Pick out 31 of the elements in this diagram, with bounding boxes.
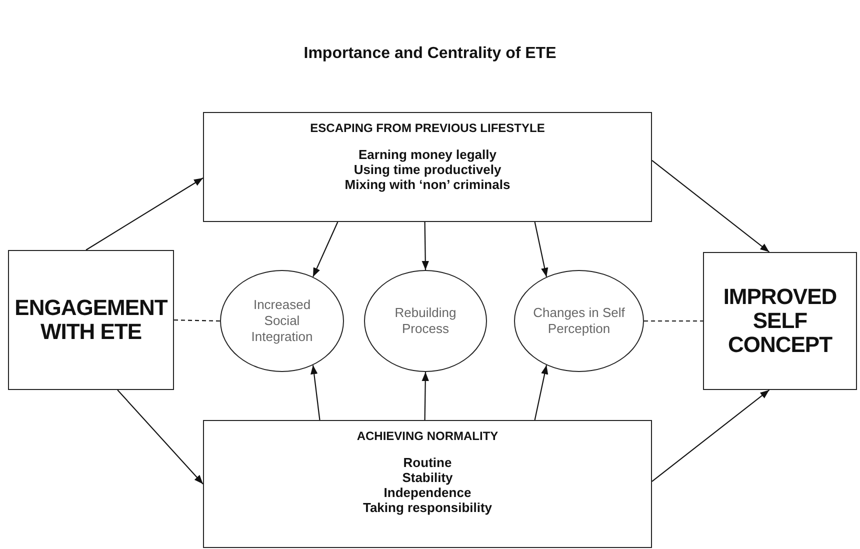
box-heading: ACHIEVING NORMALITY xyxy=(356,429,498,443)
outcome-box xyxy=(703,252,857,390)
arrow xyxy=(652,160,770,252)
outcome-box xyxy=(8,250,174,390)
arrow xyxy=(422,372,429,420)
arrow xyxy=(117,390,204,484)
node-label: Increased Social Integration xyxy=(250,297,314,345)
arrow xyxy=(534,222,548,277)
list-item: Independence xyxy=(384,485,472,500)
list-item: Mixing with ‘non’ criminals xyxy=(344,177,510,192)
factor-box xyxy=(203,420,652,548)
list-item: Stability xyxy=(402,470,453,485)
arrow xyxy=(310,365,320,420)
node-label: Changes in Self Perception xyxy=(532,305,626,337)
arrow xyxy=(86,178,204,250)
arrow xyxy=(534,365,548,420)
dashed-connector xyxy=(644,320,703,322)
list-item: Routine xyxy=(403,455,452,470)
arrow xyxy=(312,222,338,278)
dashed-connector xyxy=(174,319,220,322)
diagram-title: Importance and Centrality of ETE xyxy=(302,44,558,63)
box-heading: ESCAPING FROM PREVIOUS LIFESTYLE xyxy=(310,121,545,135)
node-label: IMPROVED SELF CONCEPT xyxy=(722,285,838,357)
node-label: Rebuilding Process xyxy=(394,305,458,337)
node-label: ENGAGEMENT WITH ETE xyxy=(14,296,168,344)
list-item: Earning money legally xyxy=(358,147,496,162)
list-item: Taking responsibility xyxy=(362,500,492,515)
factor-box xyxy=(203,112,652,222)
arrow xyxy=(652,390,770,482)
list-item: Using time productively xyxy=(354,162,502,177)
arrow xyxy=(422,222,429,270)
